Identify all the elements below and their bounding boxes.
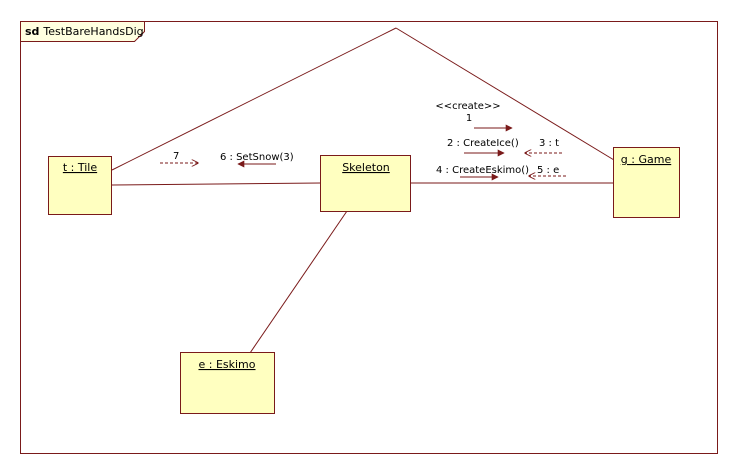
msg-1-stereotype: <<create>> — [435, 101, 500, 112]
msg-3-label: 3 : t — [539, 138, 559, 149]
links — [111, 27, 615, 354]
object-eskimo-label: e : Eskimo — [198, 358, 255, 371]
object-eskimo[interactable]: e : Eskimo — [180, 352, 275, 414]
msg-7-label: 7 — [173, 151, 179, 162]
object-skeleton-label: Skeleton — [342, 161, 390, 174]
object-tile[interactable]: t : Tile — [48, 156, 112, 215]
msg-1-label: 1 — [466, 113, 472, 124]
message-arrows — [160, 124, 566, 181]
link-tile-apex — [111, 27, 397, 171]
msg-2-label: 2 : CreateIce() — [447, 138, 519, 149]
object-game[interactable]: g : Game — [613, 147, 680, 218]
frame-tab — [20, 21, 145, 42]
msg-4-label: 4 : CreateEskimo() — [436, 165, 529, 176]
msg-6-label: 6 : SetSnow(3) — [220, 152, 294, 163]
message-labels: <<create>> 1 2 : CreateIce() 3 : t 4 : C… — [173, 101, 559, 176]
link-apex-game — [395, 27, 615, 161]
object-game-label: g : Game — [621, 153, 672, 166]
frame-keyword: sd — [25, 25, 39, 38]
diagram-frame — [20, 21, 718, 454]
link-skeleton-eskimo — [249, 210, 348, 354]
link-tile-skeleton — [111, 182, 322, 186]
object-tile-label: t : Tile — [63, 161, 98, 174]
frame-name: TestBareHandsDig — [42, 25, 143, 38]
object-skeleton[interactable]: Skeleton — [320, 155, 411, 212]
msg-5-label: 5 : e — [537, 165, 559, 176]
